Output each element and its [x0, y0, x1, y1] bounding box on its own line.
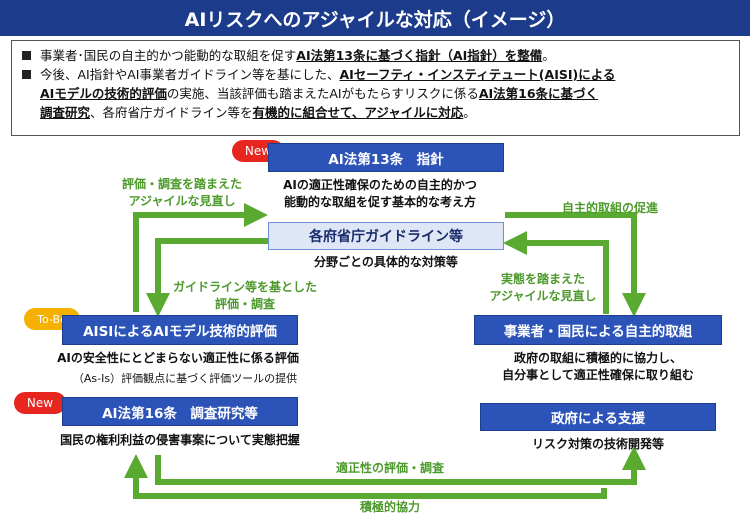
node-aisi-desc-asis: （As-Is）評価観点に基づく評価ツールの提供: [72, 372, 298, 385]
node-ministry-guidelines: 各府省庁ガイドライン等: [268, 222, 504, 250]
summary-emphasis: 調査研究: [40, 105, 91, 120]
arrow-eval-survey: [155, 446, 646, 485]
label-based-on-guideline: ガイドライン等を基とした 評価・調査: [160, 279, 330, 313]
label-line: アジャイルな見直し: [489, 289, 597, 303]
node-aisi-desc: AIの安全性にとどまらない適正性に係る評価: [57, 351, 299, 365]
label-line: 評価・調査: [214, 297, 275, 311]
arrow-guideline-to-aisi: [146, 238, 268, 317]
summary-line-2: 今後、AI指針やAI事業者ガイドライン等を基にした、AIセーフティ・インスティテ…: [20, 65, 731, 122]
summary-emphasis: AI法第13条に基づく指針（AI指針）を整備: [296, 48, 543, 63]
label-cooperation: 積極的協力: [359, 500, 420, 514]
desc-line: 自分事として適正性確保に取り組む: [502, 368, 694, 382]
label-promote: 自主的取組の促進: [561, 201, 658, 215]
summary-text: 、各府省庁ガイドライン等を: [90, 105, 253, 120]
summary-text: 。: [463, 105, 476, 120]
node-aisi-evaluation: AISIによるAIモデル技術的評価: [62, 315, 298, 345]
arrow-promote: [505, 212, 646, 317]
label-eval-survey: 適正性の評価・調査: [335, 461, 444, 475]
summary-emphasis: AIモデルの技術的評価: [40, 86, 167, 101]
summary-text: 。: [542, 48, 555, 63]
summary-text: の実施、当該評価も踏まえたAIがもたらすリスクに係る: [166, 86, 479, 101]
arrow-review-eval: [133, 203, 268, 312]
node-business-desc: 政府の取組に積極的に協力し、 自分事として適正性確保に取り組む: [474, 350, 722, 384]
bullet-square-icon: [22, 51, 31, 60]
node-guideline-13: AI法第13条 指針: [268, 143, 504, 172]
desc-line: AIの適正性確保のための自主的かつ: [283, 178, 477, 192]
node-research-16: AI法第16条 調査研究等: [62, 397, 298, 426]
summary-emphasis: 有機的に組合せて、アジャイルに対応: [252, 105, 464, 120]
arrow-review-reality: [503, 231, 609, 314]
label-line: アジャイルな見直し: [128, 194, 236, 208]
label-line: 評価・調査を踏まえた: [121, 177, 242, 191]
summary-emphasis: AIセーフティ・インスティテュート(AISI)による: [339, 67, 616, 82]
node-ministry-desc: 分野ごとの具体的な対策等: [314, 255, 458, 269]
bullet-square-icon: [22, 70, 31, 79]
summary-box: 事業者･国民の自主的かつ能動的な取組を促すAI法第13条に基づく指針（AI指針）…: [11, 40, 740, 136]
label-review-eval: 評価・調査を踏まえた アジャイルな見直し: [102, 176, 262, 210]
summary-text: 事業者･国民の自主的かつ能動的な取組を促す: [40, 48, 297, 63]
desc-line: 能動的な取組を促す基本的な考え方: [283, 195, 476, 209]
arrow-cooperation: [124, 454, 607, 499]
summary-emphasis: AI法第16条に基づく: [478, 86, 599, 101]
node-government-desc: リスク対策の技術開発等: [531, 437, 664, 451]
label-review-reality: 実態を踏まえた アジャイルな見直し: [478, 271, 608, 305]
node-guideline-13-desc: AIの適正性確保のための自主的かつ 能動的な取組を促す基本的な考え方: [240, 177, 520, 211]
page-title: AIリスクへのアジャイルな対応（イメージ）: [0, 0, 750, 36]
badge-new: New: [14, 392, 66, 414]
node-government-support: 政府による支援: [480, 403, 716, 431]
node-business-citizens: 事業者・国民による自主的取組: [474, 315, 722, 345]
desc-line: 政府の取組に積極的に協力し、: [513, 351, 682, 365]
label-line: 実態を踏まえた: [500, 272, 585, 286]
label-line: ガイドライン等を基とした: [172, 280, 317, 294]
summary-line-1: 事業者･国民の自主的かつ能動的な取組を促すAI法第13条に基づく指針（AI指針）…: [20, 46, 731, 65]
summary-text: 今後、AI指針やAI事業者ガイドライン等を基にした、: [40, 67, 340, 82]
node-research-16-desc: 国民の権利利益の侵害事案について実態把握: [60, 433, 300, 447]
